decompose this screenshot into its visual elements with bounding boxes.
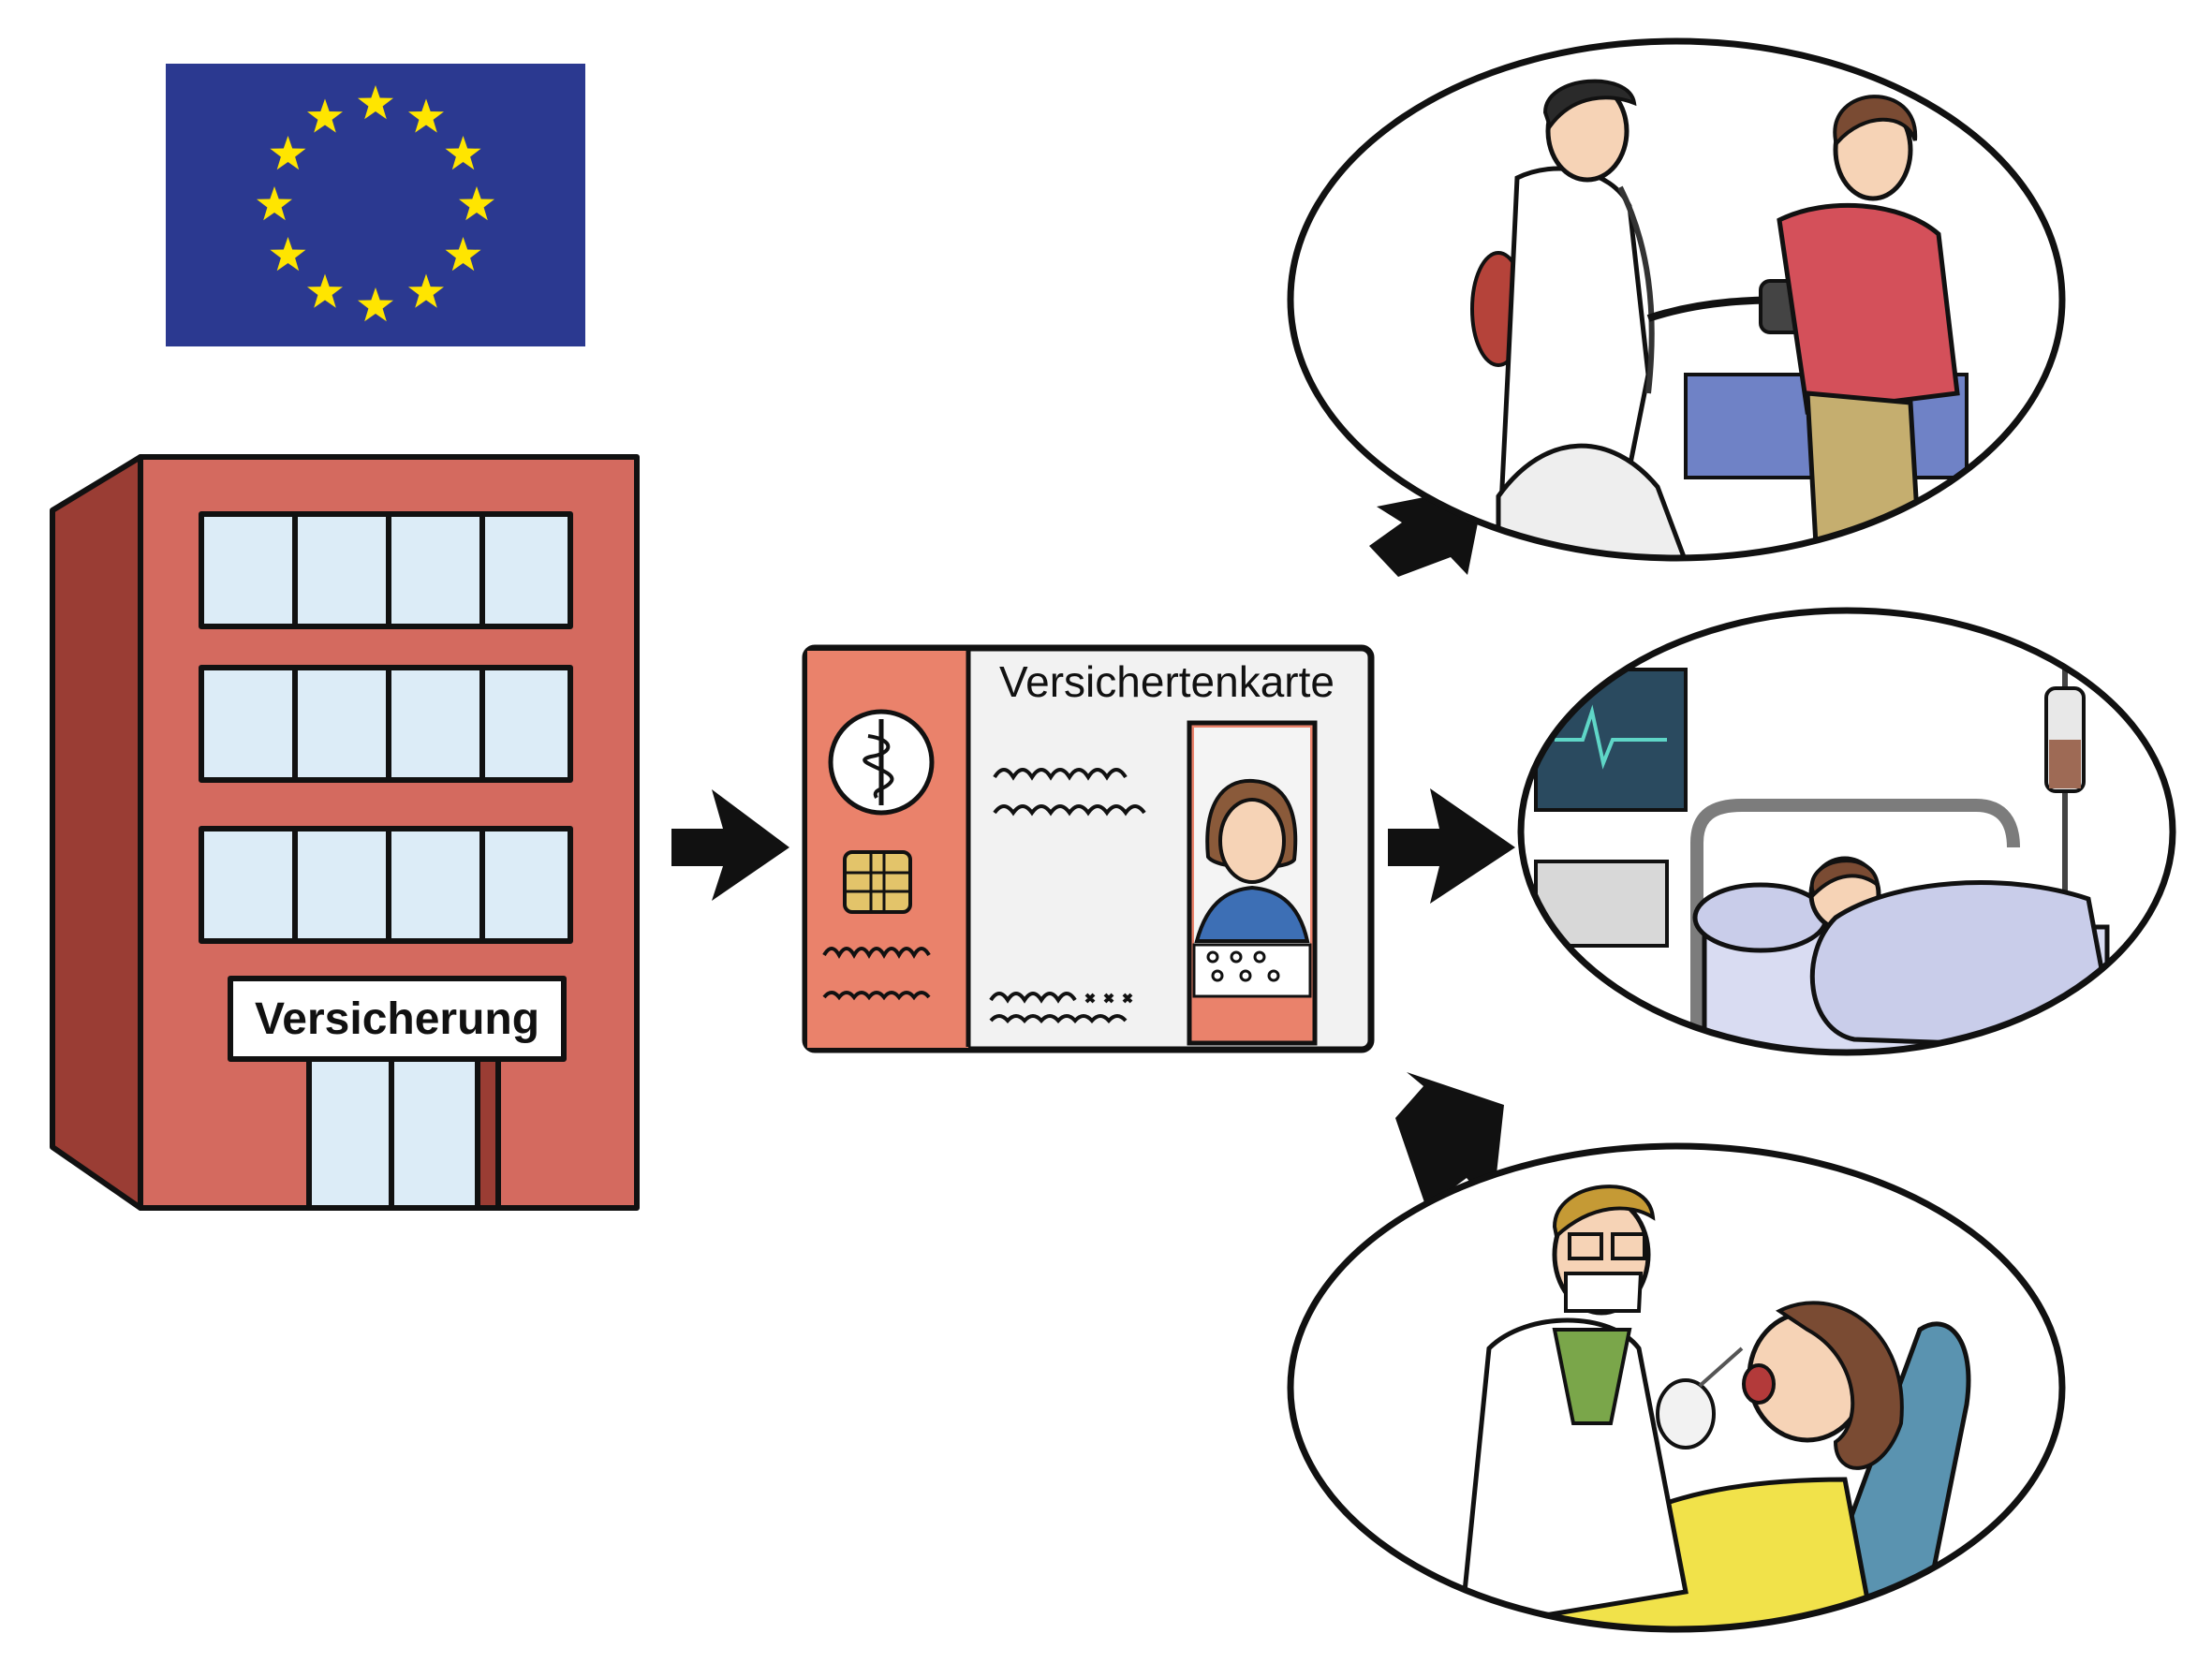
insurance-building — [50, 454, 640, 1211]
eu-star-icon — [408, 273, 444, 308]
scene-hospital — [1517, 607, 2176, 1056]
eu-flag — [166, 64, 585, 346]
eu-star-icon — [270, 136, 306, 170]
card-title: Versichertenkarte — [999, 657, 1335, 706]
building-sign-label: Versicherung — [255, 994, 539, 1044]
eu-star-icon — [358, 287, 393, 322]
eu-star-icon — [445, 237, 481, 272]
arrow-to-dentist — [1395, 1072, 1504, 1209]
eu-star-icon — [257, 186, 292, 221]
eu-star-icon — [270, 237, 306, 272]
scene-dentist — [1287, 1142, 2066, 1633]
chip-icon — [843, 850, 912, 914]
eu-star-icon — [459, 186, 494, 221]
eu-stars — [257, 85, 494, 322]
eu-star-icon — [307, 98, 343, 133]
insurance-card — [802, 644, 1375, 1053]
arrow-to-card — [671, 789, 789, 901]
building-sign — [228, 976, 567, 1062]
eu-star-icon — [408, 98, 444, 133]
eu-star-icon — [445, 136, 481, 170]
scene-doctor — [1287, 37, 2066, 562]
arrows — [671, 485, 1515, 1209]
eu-star-icon — [358, 85, 393, 120]
eu-star-icon — [307, 273, 343, 308]
arrow-to-hospital — [1388, 788, 1515, 904]
